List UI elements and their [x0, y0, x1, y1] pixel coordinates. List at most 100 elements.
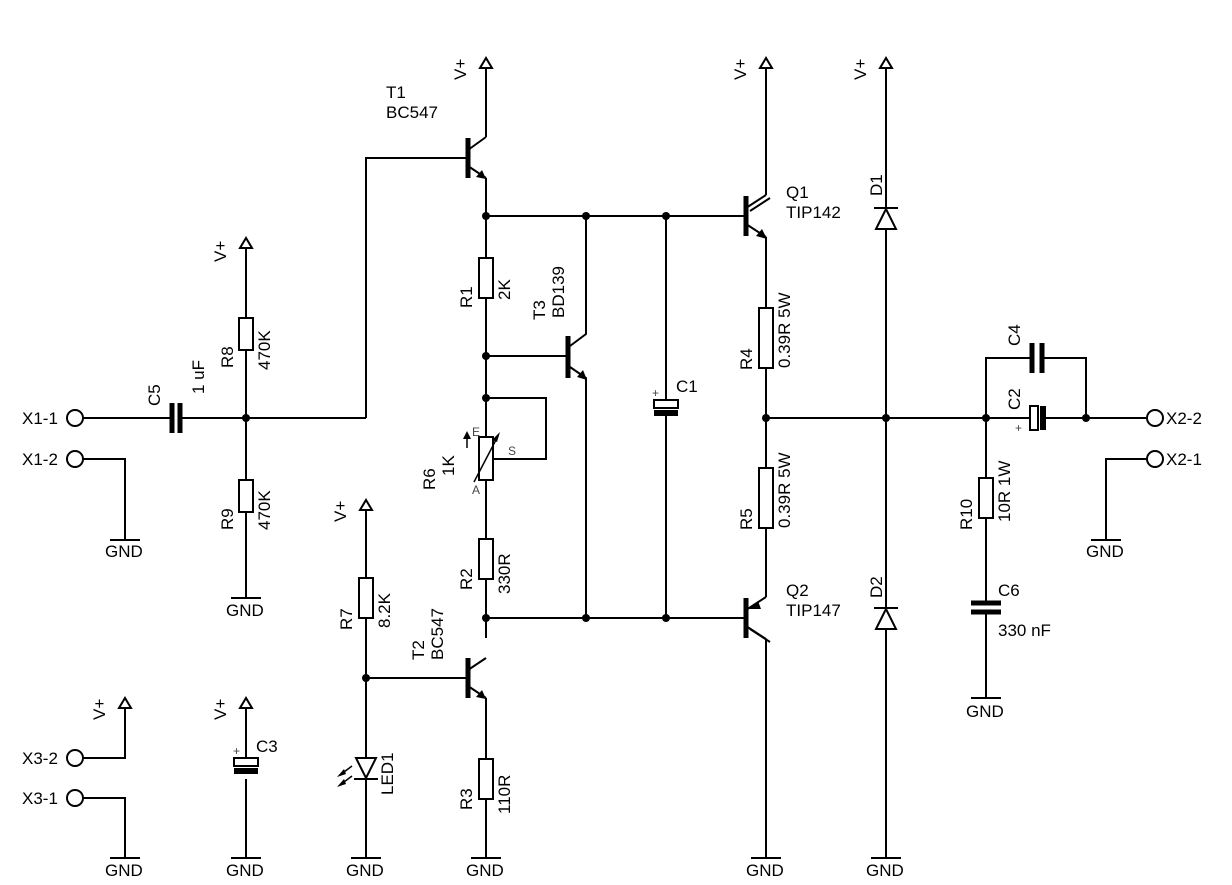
svg-text:0.39R 5W: 0.39R 5W: [775, 292, 794, 368]
vplus-symbol: V+: [90, 696, 133, 720]
gnd-symbol: GND: [105, 539, 143, 561]
resistor-r1: R1 2K: [457, 257, 514, 308]
svg-text:D2: D2: [867, 576, 886, 598]
svg-text:X2-2: X2-2: [1166, 409, 1202, 428]
transistor-t3: T3 BD139: [530, 266, 587, 380]
svg-text:V+: V+: [211, 241, 230, 262]
svg-text:C5: C5: [145, 384, 164, 406]
gnd-symbol: GND: [466, 857, 504, 880]
gnd-symbol: GND: [1086, 539, 1124, 561]
svg-text:GND: GND: [105, 542, 143, 561]
vplus-symbol: V+: [331, 498, 374, 522]
svg-text:BC547: BC547: [428, 608, 447, 660]
svg-text:GND: GND: [866, 861, 904, 880]
svg-text:110R: 110R: [495, 775, 514, 814]
transistor-q1: Q1 TIP142: [743, 183, 841, 239]
junction-dot: [662, 212, 670, 220]
svg-text:T1: T1: [386, 83, 406, 102]
capacitor-c3: + C3: [233, 737, 278, 774]
svg-text:330R: 330R: [495, 553, 514, 594]
resistor-r8: R8 470K: [218, 317, 274, 370]
vplus-symbol: V+: [451, 56, 494, 80]
svg-text:X3-1: X3-1: [22, 789, 58, 808]
svg-text:GND: GND: [466, 861, 504, 880]
resistor-r2: R2 330R: [457, 538, 514, 594]
svg-text:V+: V+: [851, 59, 870, 80]
led-led1: LED1: [337, 752, 397, 795]
junction-dot: [242, 414, 250, 422]
junction-dot: [762, 414, 770, 422]
connector-x3-1[interactable]: X3-1: [22, 789, 84, 808]
junctions: [242, 212, 1090, 682]
svg-text:V+: V+: [211, 699, 230, 720]
svg-text:GND: GND: [1086, 542, 1124, 561]
svg-text:BC547: BC547: [386, 103, 438, 122]
potentiometer-r6: E S A R6 1K: [420, 425, 516, 497]
gnd-symbol: GND: [105, 857, 143, 880]
svg-text:470K: 470K: [255, 490, 274, 530]
svg-text:TIP147: TIP147: [786, 601, 841, 620]
connector-x1-2[interactable]: X1-2: [22, 450, 84, 469]
svg-text:S: S: [508, 444, 516, 458]
svg-text:C1: C1: [676, 377, 698, 396]
capacitor-c4: C4: [1005, 324, 1045, 373]
svg-text:C4: C4: [1005, 324, 1024, 346]
resistor-r3: R3 110R: [457, 758, 514, 814]
svg-text:TIP142: TIP142: [786, 203, 841, 222]
junction-dot: [882, 414, 890, 422]
svg-text:GND: GND: [226, 861, 264, 880]
diode-d2: D2: [867, 576, 898, 630]
resistor-r9: R9 470K: [218, 479, 274, 530]
svg-text:T3: T3: [530, 300, 549, 320]
capacitor-c6: C6 330 nF: [971, 581, 1051, 640]
vplus-symbol: V+: [731, 56, 774, 80]
svg-text:R8: R8: [218, 346, 237, 368]
svg-text:+: +: [1015, 421, 1022, 435]
svg-text:R3: R3: [457, 788, 476, 810]
junction-dot: [482, 352, 490, 360]
svg-text:X1-1: X1-1: [22, 409, 58, 428]
vplus-symbol: V+: [211, 696, 254, 720]
connector-x2-2[interactable]: X2-2: [1146, 409, 1202, 428]
capacitor-c5: C5 1 uF: [145, 360, 208, 433]
resistor-r10: R10 10R 1W: [957, 461, 1014, 530]
svg-text:470K: 470K: [255, 330, 274, 370]
wires: [80, 68, 1146, 858]
gnd-symbol: GND: [226, 857, 264, 880]
junction-dot: [582, 614, 590, 622]
junction-dot: [982, 414, 990, 422]
junction-dot: [662, 614, 670, 622]
svg-text:BD139: BD139: [549, 266, 568, 318]
svg-text:C2: C2: [1005, 388, 1024, 410]
svg-text:1K: 1K: [439, 455, 458, 476]
connector-x3-2[interactable]: X3-2: [22, 749, 84, 768]
svg-text:330 nF: 330 nF: [998, 621, 1051, 640]
svg-text:C6: C6: [998, 581, 1020, 600]
svg-text:C3: C3: [256, 737, 278, 756]
svg-text:R1: R1: [457, 286, 476, 308]
vplus-symbol: V+: [211, 236, 254, 262]
svg-text:10R 1W: 10R 1W: [995, 461, 1014, 522]
svg-text:R6: R6: [420, 468, 439, 490]
svg-text:GND: GND: [226, 601, 264, 620]
svg-text:X3-2: X3-2: [22, 749, 58, 768]
svg-text:Q1: Q1: [786, 183, 809, 202]
svg-text:R4: R4: [737, 348, 756, 370]
svg-text:Q2: Q2: [786, 581, 809, 600]
svg-text:R2: R2: [457, 568, 476, 590]
svg-text:D1: D1: [867, 174, 886, 196]
transistor-t2: T2 BC547: [409, 608, 487, 699]
junction-dot: [482, 394, 490, 402]
svg-text:GND: GND: [105, 861, 143, 880]
diode-d1: D1: [867, 174, 898, 230]
svg-text:A: A: [472, 483, 480, 497]
resistor-r5: R5 0.39R 5W: [737, 452, 794, 530]
svg-text:V+: V+: [331, 501, 350, 522]
svg-text:8.2K: 8.2K: [375, 592, 394, 628]
connector-x2-1[interactable]: X2-1: [1146, 450, 1202, 469]
junction-dot: [582, 212, 590, 220]
svg-text:R9: R9: [218, 508, 237, 530]
connector-x1-1[interactable]: X1-1: [22, 409, 84, 428]
svg-text:X1-2: X1-2: [22, 450, 58, 469]
